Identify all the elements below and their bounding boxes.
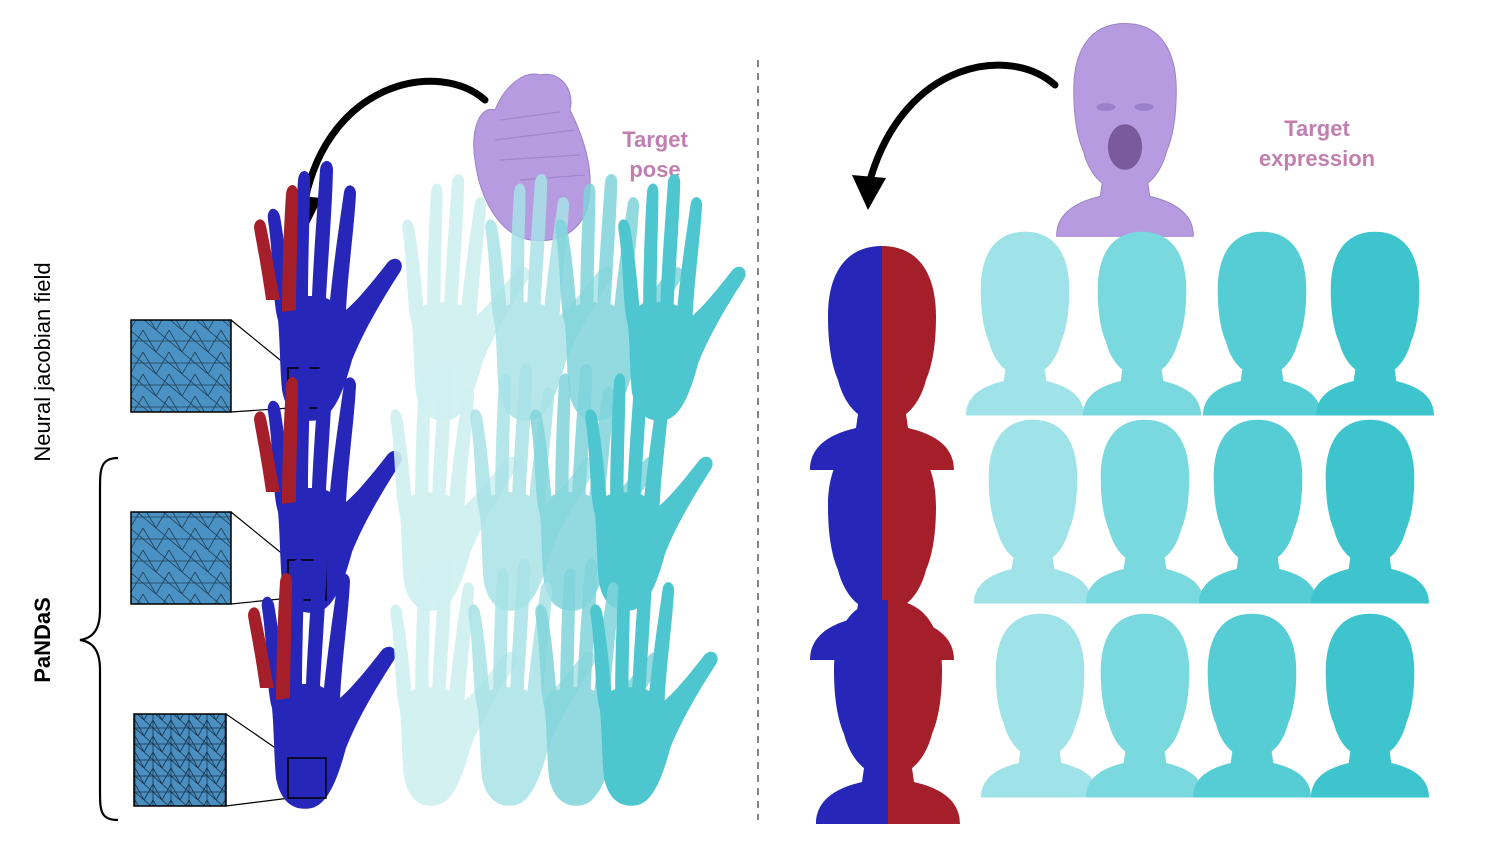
hand-row-1 xyxy=(130,161,746,421)
mesh-inset xyxy=(130,511,232,605)
target-expression-head xyxy=(1056,23,1194,237)
mesh-inset xyxy=(130,319,232,413)
source-hand xyxy=(248,549,396,809)
hand-row-3 xyxy=(133,549,718,809)
target-pose-label-1: Target xyxy=(622,127,688,152)
curved-arrow-icon xyxy=(852,61,1059,210)
source-hand xyxy=(254,353,402,613)
pandas-brace xyxy=(79,456,119,822)
source-hand xyxy=(254,161,402,421)
mesh-inset xyxy=(133,713,227,807)
row-label-njf: Neural jacobian field xyxy=(30,262,55,461)
head-row-3 xyxy=(816,600,1430,824)
row-label-pandas: PaNDaS xyxy=(30,597,55,683)
target-expression-label-2: expression xyxy=(1259,146,1375,171)
target-pose-hand xyxy=(473,73,591,242)
hand-row-2 xyxy=(130,353,713,613)
target-expression-label-1: Target xyxy=(1284,116,1350,141)
